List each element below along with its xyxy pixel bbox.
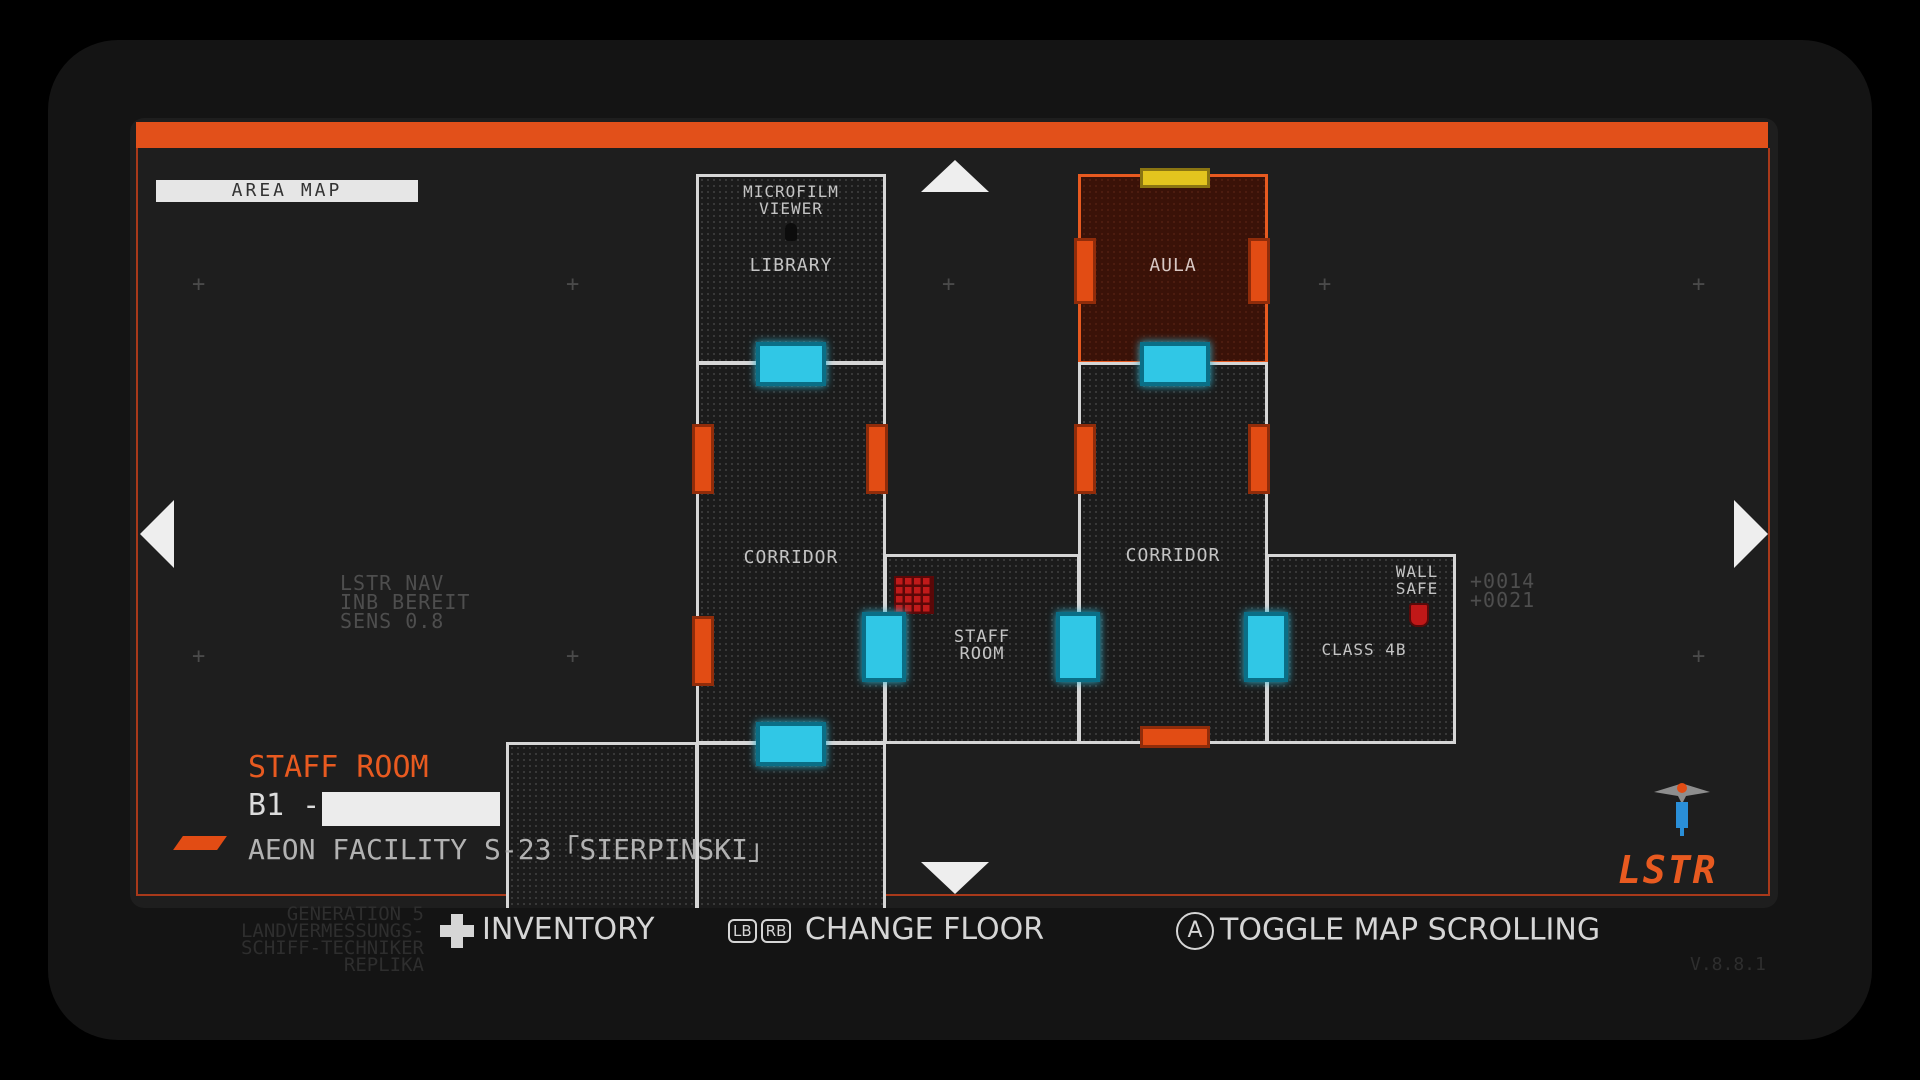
room-corridor-right[interactable]: CORRIDOR [1078,362,1268,744]
corridor-right-label: CORRIDOR [1125,545,1221,566]
scroll-down-arrow-icon[interactable] [921,862,989,894]
room-lower-left[interactable] [506,742,698,908]
library-label: LIBRARY [749,255,833,276]
scroll-up-arrow-icon[interactable] [921,160,989,192]
scroll-right-arrow-icon[interactable] [1734,500,1768,568]
wall-safe-icon[interactable] [1409,603,1429,627]
room-lower-corridor[interactable] [696,742,886,908]
grid-cross-icon: + [566,272,580,297]
door-corridor-class[interactable] [1244,612,1288,682]
dpad-icon [440,913,474,948]
door-locked-aula[interactable] [1074,238,1096,304]
grid-cross-icon: + [192,644,206,669]
door-corridor-lower[interactable] [756,722,826,766]
version-label: V.8.8.1 [1690,954,1766,975]
grid-cross-icon: + [1318,272,1332,297]
microfilm-label: MICROFILM VIEWER [743,182,839,218]
staff-room-label: STAFF ROOM [953,627,1011,664]
door-key-aula[interactable] [1140,168,1210,188]
door-locked-bottom[interactable] [1140,726,1210,748]
room-library[interactable]: MICROFILM VIEWER LIBRARY [696,174,886,364]
wall-safe-label: WALL SAFE [1395,562,1439,598]
microfilm-viewer-icon[interactable] [785,223,797,241]
door-locked-left[interactable] [866,424,888,494]
inventory-label: INVENTORY [482,912,655,947]
room-corridor-left[interactable]: CORRIDOR [696,362,886,744]
corridor-left-label: CORRIDOR [743,547,839,568]
grid-cross-icon: + [1692,272,1706,297]
door-locked-right[interactable] [1074,424,1096,494]
door-aula-corridor[interactable] [1140,342,1210,386]
grid-cross-icon: + [1692,644,1706,669]
map-frame [136,148,1770,896]
inventory-prompt[interactable]: INVENTORY [440,912,654,948]
facility-name: AEON FACILITY S-23「SIERPINSKI」 [248,833,777,866]
brand-logo: LSTR [1618,848,1718,892]
door-locked-left[interactable] [692,424,714,494]
nav-status-text: LSTR NAV INB BEREIT SENS 0.8 [340,571,471,633]
aula-label: AULA [1149,255,1197,276]
lb-button-icon: LB [728,918,757,943]
room-class-4b[interactable]: WALL SAFE CLASS 4B [1266,554,1456,744]
floor-bar [322,792,500,826]
rb-button-icon: RB [760,918,792,943]
current-room-name: STAFF ROOM [248,750,429,785]
a-button-icon: A [1176,912,1214,950]
grid-cross-icon: + [192,272,206,297]
room-aula[interactable]: AULA [1078,174,1268,364]
toggle-scroll-label: TOGGLE MAP SCROLLING [1220,912,1601,948]
grid-cross-icon: + [566,644,580,669]
scroll-left-arrow-icon[interactable] [140,500,174,568]
door-corridor-staff[interactable] [862,612,906,682]
grid-cross-icon: + [942,272,956,297]
door-locked-aula[interactable] [1248,238,1270,304]
lstr-emblem-icon [1654,783,1710,836]
coord-readout: +0014 +0021 [1470,569,1536,612]
area-map-title: AREA MAP [156,180,418,202]
header-bar [136,122,1768,148]
change-floor-label: CHANGE FLOOR [804,912,1045,947]
model-info-text: GENERATION 5 LANDVERMESSUNGS- SCHIFF-TEC… [240,903,424,976]
door-locked-right[interactable] [1248,424,1270,494]
map-screen: AREA MAP + + + + + + + + MICROFILM VIEWE… [130,118,1778,908]
save-point-icon[interactable] [894,576,934,614]
door-library-corridor[interactable] [756,342,826,386]
door-locked-left[interactable] [692,616,714,686]
class-4b-label: CLASS 4B [1321,640,1407,659]
floor-label: B1 - [248,788,321,823]
door-staff-corridor[interactable] [1056,612,1100,682]
